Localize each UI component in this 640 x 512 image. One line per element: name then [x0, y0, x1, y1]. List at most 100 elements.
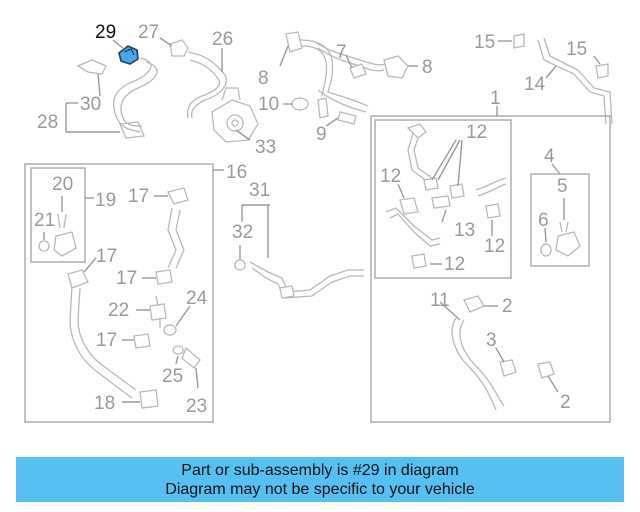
sensor-9: [317, 97, 357, 125]
callout-4: 4: [544, 146, 555, 167]
sensor-23-25: [172, 345, 201, 369]
clamp-3: [499, 359, 517, 377]
callout-3: 3: [486, 330, 497, 351]
hose-30: [76, 57, 158, 139]
banner-line-2: Diagram may not be specific to your vehi…: [165, 481, 475, 498]
callout-1: 1: [490, 88, 501, 109]
info-banner: Part or sub-assembly is #29 in diagram D…: [16, 457, 624, 502]
callout-17b: 17: [128, 186, 149, 207]
callout-17a: 17: [96, 246, 117, 267]
callout-22: 22: [108, 300, 129, 321]
leader-12a-2: [437, 139, 461, 181]
callout-10: 10: [258, 94, 279, 115]
plug-10: [291, 97, 309, 111]
leader-14: [545, 65, 557, 79]
callout-11: 11: [430, 290, 450, 311]
callout-26: 26: [212, 29, 233, 50]
leader-24: [175, 305, 191, 327]
pipe-31: [234, 259, 364, 299]
callout-24: 24: [186, 288, 208, 309]
banner-line-1: Part or sub-assembly is #29 in diagram: [181, 462, 459, 479]
callout-2a: 2: [502, 296, 513, 317]
leader-13: [441, 209, 447, 223]
callout-15a: 15: [474, 32, 495, 53]
parts-diagram: 29 30 28 27 26 33 8 7: [24, 22, 613, 423]
clamp-17c: [155, 269, 173, 285]
clamp-17b: [167, 187, 189, 205]
callout-29[interactable]: 29: [95, 22, 116, 43]
callout-17c: 17: [116, 268, 137, 289]
callout-16: 16: [226, 162, 247, 183]
callout-6: 6: [538, 210, 549, 231]
callout-12b: 12: [380, 166, 401, 187]
callout-31: 31: [249, 180, 270, 201]
leader-11: [439, 301, 461, 321]
hose-26: [186, 51, 227, 119]
leader-8a: [279, 45, 289, 67]
leader-12b: [397, 183, 405, 199]
hoses-12: [385, 123, 507, 269]
callout-9: 9: [316, 124, 327, 145]
callout-12a: 12: [466, 122, 487, 143]
group-19-box: [30, 167, 86, 263]
callout-12c: 12: [484, 236, 505, 257]
callout-30: 30: [80, 94, 101, 115]
callout-20: 20: [52, 174, 73, 195]
callout-2b: 2: [560, 392, 571, 413]
part-29-highlighted[interactable]: [118, 45, 139, 65]
callout-32: 32: [232, 222, 253, 243]
hose-16-main: [67, 269, 137, 399]
callout-15b: 15: [566, 39, 587, 60]
leader-9: [325, 117, 339, 127]
leader-6: [544, 227, 547, 243]
callout-18: 18: [94, 393, 115, 414]
callout-33: 33: [255, 137, 276, 158]
callout-14: 14: [524, 74, 546, 95]
callout-23: 23: [186, 396, 207, 417]
pipe-14: [537, 37, 613, 125]
sensor-22: [149, 295, 167, 328]
hose-11: [451, 295, 505, 411]
callout-28: 28: [37, 112, 58, 133]
fitting-20-21: [38, 213, 77, 257]
hose-7: [314, 41, 387, 79]
callout-25: 25: [162, 366, 183, 387]
group-16-box: [24, 163, 214, 423]
leader-17a: [83, 257, 97, 273]
leader-23: [195, 367, 199, 389]
leader-15b: [593, 55, 601, 65]
hose-8-7: [285, 31, 369, 113]
housing-33: [211, 87, 259, 143]
callout-19: 19: [95, 190, 116, 211]
oring-24: [163, 324, 177, 336]
leader-25: [175, 355, 179, 365]
callout-13: 13: [454, 220, 475, 241]
leader-29: [112, 39, 125, 50]
clamp-27: [169, 39, 189, 57]
plug-15a: [513, 33, 525, 49]
leader-27: [159, 37, 173, 47]
leader-3: [495, 347, 505, 363]
hose-17: [167, 207, 185, 269]
group-12-box: [374, 119, 512, 279]
callout-27: 27: [138, 22, 159, 43]
callout-21: 21: [34, 210, 55, 231]
callout-8a: 8: [258, 68, 269, 89]
cap-8b: [383, 55, 409, 79]
callout-12d: 12: [444, 254, 465, 275]
clamp-17d: [133, 333, 151, 349]
clamp-18: [139, 389, 159, 409]
leader-7: [345, 54, 353, 69]
leader-2b: [547, 375, 559, 393]
fitting-5-6: [540, 221, 581, 257]
callout-8b: 8: [422, 57, 433, 78]
leader-4: [551, 163, 561, 175]
leader-30b: [97, 73, 101, 97]
clamp-2b: [537, 361, 555, 379]
leader-12a-1: [431, 139, 457, 181]
group-1-box: [370, 115, 611, 423]
callout-7: 7: [336, 42, 347, 63]
leader-12a-3: [457, 139, 463, 187]
callout-5: 5: [557, 176, 568, 197]
callout-17d: 17: [96, 330, 117, 351]
